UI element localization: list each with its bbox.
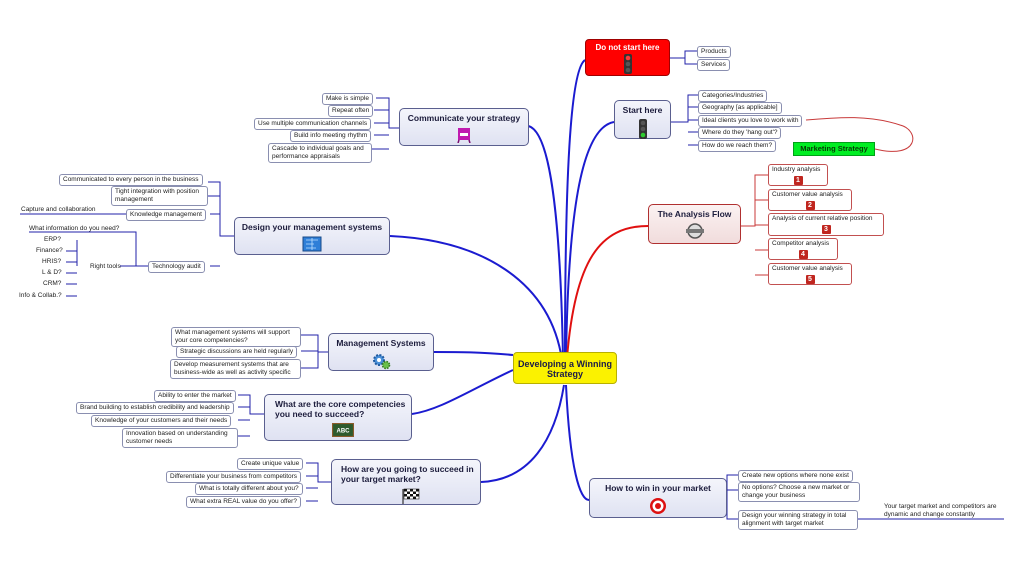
branch-communicate: [527, 125, 564, 359]
subtopic-services[interactable]: Services: [697, 59, 730, 71]
subtopic-new-options[interactable]: Create new options where none exist: [738, 470, 853, 482]
topic-title: Design your management systems: [241, 222, 383, 232]
gears-icon: [373, 354, 391, 370]
subtopic-ideal-clients[interactable]: Ideal clients you love to work with: [698, 115, 803, 127]
branch-succeed: [480, 384, 565, 483]
tool-ld: L & D?: [42, 269, 62, 276]
subtopic-products[interactable]: Products: [697, 46, 731, 58]
subtopic-differentiate[interactable]: Differentiate your business from competi…: [166, 471, 302, 483]
subtopic-customer-knowledge[interactable]: Knowledge of your customers and their ne…: [91, 415, 232, 427]
checkered-flag-icon: [401, 488, 419, 504]
tool-hris: HRIS?: [42, 258, 62, 265]
subtopic-innovation[interactable]: Innovation based on understanding custom…: [122, 428, 238, 448]
topic-succeed[interactable]: How are you going to succeed in your tar…: [331, 459, 481, 505]
topic-core-competencies[interactable]: What are the core competencies you need …: [264, 394, 412, 441]
topic-title: How are you going to succeed in your tar…: [341, 464, 474, 484]
tool-erp: ERP?: [44, 236, 61, 243]
label-right-tools: Right tools: [90, 263, 121, 270]
branch-do-not-start: [564, 59, 586, 361]
traffic-light-red-icon: [623, 54, 632, 74]
note-dynamic-market: Your target market and competitors are d…: [884, 503, 997, 518]
topic-communicate[interactable]: Communicate your strategy: [399, 108, 529, 146]
topic-how-to-win[interactable]: How to win in your market: [589, 478, 727, 518]
subtopic-measurement[interactable]: Develop measurement systems that are bus…: [170, 359, 301, 379]
branch-how-to-win: [565, 384, 590, 501]
subtopic-brand-building[interactable]: Brand building to establish credibility …: [76, 402, 234, 414]
step-number-badge: 3: [821, 225, 831, 234]
blueprint-icon: [302, 236, 322, 252]
subtopic-tech-audit[interactable]: Technology audit: [148, 261, 205, 273]
subtopic-communicated[interactable]: Communicated to every person in the busi…: [59, 174, 203, 186]
subtopic-geography[interactable]: Geography [as applicable]: [698, 102, 782, 114]
analysis-item-3[interactable]: Analysis of current relative position 3: [768, 213, 884, 236]
tool-finance: Finance?: [36, 247, 63, 254]
branch-mgmt-systems: [433, 351, 514, 356]
topic-analysis-flow[interactable]: The Analysis Flow: [648, 204, 741, 244]
step-number-badge: 5: [805, 275, 815, 284]
analysis-item-4[interactable]: Competitor analysis 4: [768, 238, 838, 260]
subtopic-strategic-discussions[interactable]: Strategic discussions are held regularly: [176, 346, 298, 358]
topic-mgmt-systems[interactable]: Management Systems: [328, 333, 434, 371]
topic-title: Management Systems: [336, 338, 426, 348]
topic-do-not-start[interactable]: Do not start here: [585, 39, 670, 76]
step-number-badge: 4: [798, 250, 808, 259]
subtopic-support-core[interactable]: What management systems will support you…: [171, 327, 301, 347]
branch-design: [389, 235, 563, 361]
subtopic-reach[interactable]: How do we reach them?: [698, 140, 777, 152]
topic-design-mgmt[interactable]: Design your management systems: [234, 217, 390, 255]
subtopic-unique-value[interactable]: Create unique value: [237, 458, 304, 470]
subtopic-ability-enter[interactable]: Ability to enter the market: [154, 390, 236, 402]
topic-title: The Analysis Flow: [657, 209, 732, 219]
topic-title: Do not start here: [595, 43, 660, 52]
subtopic-repeat-often[interactable]: Repeat often: [328, 105, 374, 117]
callout-marketing-strategy[interactable]: Marketing Strategy: [793, 142, 875, 156]
step-number-badge: 2: [805, 201, 815, 210]
note-what-info: What information do you need?: [29, 225, 120, 232]
subtopic-channels[interactable]: Use multiple communication channels: [254, 118, 372, 130]
subtopic-integration[interactable]: Tight integration with position manageme…: [111, 186, 208, 206]
chalkboard-icon: ABC: [332, 423, 354, 437]
topic-title: Start here: [622, 105, 663, 115]
topic-start-here[interactable]: Start here: [614, 100, 671, 139]
central-topic[interactable]: Developing a Winning Strategy: [513, 352, 617, 384]
tool-info-collab: Info & Collab.?: [19, 292, 62, 299]
topic-title: What are the core competencies you need …: [275, 399, 406, 419]
analysis-item-1[interactable]: Industry analysis 1: [768, 164, 828, 186]
branch-start-here: [565, 121, 615, 361]
nissan-badge-icon: [685, 223, 704, 239]
subtopic-no-options[interactable]: No options? Choose a new market or chang…: [738, 482, 860, 502]
subtopic-cascade[interactable]: Cascade to individual goals and performa…: [268, 143, 372, 163]
subtopic-make-simple[interactable]: Make is simple: [322, 93, 373, 105]
subtopic-extra-value[interactable]: What extra REAL value do you offer?: [186, 496, 301, 508]
subtopic-totally-different[interactable]: What is totally different about you?: [195, 483, 303, 495]
step-number-badge: 1: [793, 176, 803, 185]
marketing-arrow: [805, 117, 914, 152]
analysis-item-5[interactable]: Customer value analysis 5: [768, 263, 852, 285]
subtopic-meeting-rhythm[interactable]: Build info meeting rhythm: [290, 130, 372, 142]
topic-title: Communicate your strategy: [407, 113, 521, 123]
branch-core: [411, 369, 514, 415]
sandwich-board-icon: [457, 128, 471, 143]
topic-title: How to win in your market: [605, 483, 711, 493]
branch-analysis: [566, 225, 649, 359]
traffic-light-green-icon: [638, 119, 647, 139]
note-capture: Capture and collaboration: [21, 206, 96, 213]
chalkboard-text: ABC: [337, 429, 351, 435]
subtopic-knowledge-mgmt[interactable]: Knowledge management: [126, 209, 206, 221]
subtopic-design-winning[interactable]: Design your winning strategy in total al…: [738, 510, 858, 530]
analysis-item-2[interactable]: Customer value analysis 2: [768, 189, 852, 211]
target-icon: [650, 498, 666, 514]
subtopic-hang-out[interactable]: Where do they 'hang out'?: [698, 127, 782, 139]
subtopic-categories[interactable]: Categories/Industries: [698, 90, 768, 102]
tool-crm: CRM?: [43, 280, 62, 287]
